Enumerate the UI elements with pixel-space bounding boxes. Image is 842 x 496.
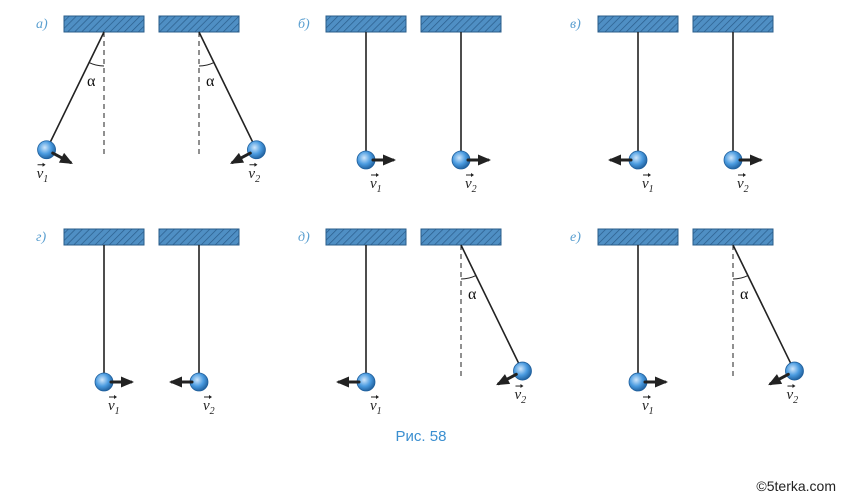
ceiling-support bbox=[325, 228, 407, 246]
panel-label: г) bbox=[36, 230, 46, 245]
velocity-label: v1 bbox=[642, 398, 654, 417]
pendulum-bob bbox=[37, 140, 56, 160]
pendulum-right: v2 bbox=[158, 228, 240, 417]
velocity-label: v1 bbox=[108, 398, 120, 417]
angle-label: α bbox=[468, 286, 477, 303]
vector-arrowhead bbox=[520, 384, 524, 389]
velocity-arrow bbox=[230, 151, 252, 164]
pendulum-right: v2 bbox=[420, 15, 502, 195]
velocity-label: v2 bbox=[465, 176, 477, 195]
angle-arc bbox=[198, 62, 215, 67]
velocity-arrow bbox=[496, 372, 518, 386]
vector-arrowhead bbox=[471, 173, 474, 177]
angle-label: α bbox=[87, 73, 96, 90]
pendulum-left: v1 bbox=[597, 15, 679, 195]
velocity-arrow bbox=[371, 154, 396, 166]
vector-arrowhead bbox=[376, 395, 379, 399]
pendulum-left: v1 bbox=[325, 15, 407, 195]
pendulum-bob bbox=[247, 140, 266, 160]
pendulum-left: v1 bbox=[325, 228, 407, 417]
pendulum-string bbox=[460, 244, 524, 372]
ceiling-support bbox=[420, 15, 502, 33]
vector-arrowhead bbox=[743, 173, 746, 177]
pendulum-right: α v2 bbox=[692, 228, 804, 406]
vector-arrowhead bbox=[648, 173, 651, 177]
vector-arrowhead bbox=[648, 395, 651, 399]
ceiling-support bbox=[63, 15, 145, 33]
panel-label: б) bbox=[298, 17, 310, 32]
velocity-arrow bbox=[336, 376, 361, 388]
velocity-arrow bbox=[608, 154, 633, 166]
angle-arc bbox=[732, 275, 749, 280]
velocity-arrow bbox=[109, 376, 134, 388]
pendulum-left: α v1 bbox=[37, 15, 145, 185]
watermark: ©5terka.com bbox=[756, 478, 836, 494]
velocity-label: v1 bbox=[370, 176, 382, 195]
pendulum-string bbox=[45, 31, 105, 151]
ceiling-support bbox=[63, 228, 145, 246]
panel-6: е) v1 α v2 bbox=[570, 228, 804, 417]
panel-label: д) bbox=[298, 230, 310, 245]
angle-label: α bbox=[740, 286, 749, 303]
velocity-label: v2 bbox=[203, 398, 215, 417]
vector-arrowhead bbox=[376, 173, 379, 177]
ceiling-support bbox=[692, 228, 774, 246]
velocity-label: v2 bbox=[737, 176, 749, 195]
velocity-arrow bbox=[169, 376, 194, 388]
ceiling-support bbox=[597, 15, 679, 33]
vector-arrowhead bbox=[792, 384, 796, 389]
vector-arrowhead bbox=[254, 162, 258, 167]
ceiling-support bbox=[692, 15, 774, 33]
pendulum-right: α v2 bbox=[158, 15, 266, 185]
ceiling-support bbox=[420, 228, 502, 246]
vector-arrowhead bbox=[42, 162, 46, 167]
pendulum-right: v2 bbox=[692, 15, 774, 195]
angle-label: α bbox=[206, 73, 215, 90]
vector-arrowhead bbox=[114, 395, 117, 399]
figure-caption: Рис. 58 bbox=[395, 428, 447, 445]
pendulum-bob bbox=[513, 361, 532, 381]
ceiling-support bbox=[158, 15, 240, 33]
pendulum-bob bbox=[785, 361, 804, 381]
velocity-label: v1 bbox=[37, 166, 49, 185]
ceiling-support bbox=[158, 228, 240, 246]
velocity-arrow bbox=[466, 154, 491, 166]
pendulum-string bbox=[732, 244, 796, 372]
panel-4: г) v1 v2 bbox=[36, 228, 240, 417]
velocity-label: v2 bbox=[786, 387, 798, 406]
pendulum-left: v1 bbox=[63, 228, 145, 417]
panel-label: а) bbox=[36, 17, 48, 32]
panel-2: б) v1 v2 bbox=[298, 15, 502, 195]
pendulum-right: α v2 bbox=[420, 228, 532, 406]
velocity-label: v1 bbox=[642, 176, 654, 195]
pendulum-string bbox=[198, 31, 258, 151]
velocity-arrow bbox=[738, 154, 763, 166]
panel-label: в) bbox=[570, 17, 581, 32]
velocity-label: v1 bbox=[370, 398, 382, 417]
angle-arc bbox=[460, 275, 477, 280]
vector-arrowhead bbox=[209, 395, 212, 399]
ceiling-support bbox=[597, 228, 679, 246]
panel-3: в) v1 v2 bbox=[570, 15, 774, 195]
panel-1: а) α v1 α v2 bbox=[36, 15, 266, 185]
velocity-label: v2 bbox=[514, 387, 526, 406]
ceiling-support bbox=[325, 15, 407, 33]
velocity-arrow bbox=[643, 376, 668, 388]
panel-5: д) v1 α v2 bbox=[298, 228, 532, 417]
velocity-label: v2 bbox=[248, 166, 260, 185]
velocity-arrow bbox=[768, 372, 790, 386]
panel-label: е) bbox=[570, 230, 581, 245]
velocity-arrow bbox=[51, 151, 73, 164]
angle-arc bbox=[88, 62, 105, 67]
pendulum-left: v1 bbox=[597, 228, 679, 417]
